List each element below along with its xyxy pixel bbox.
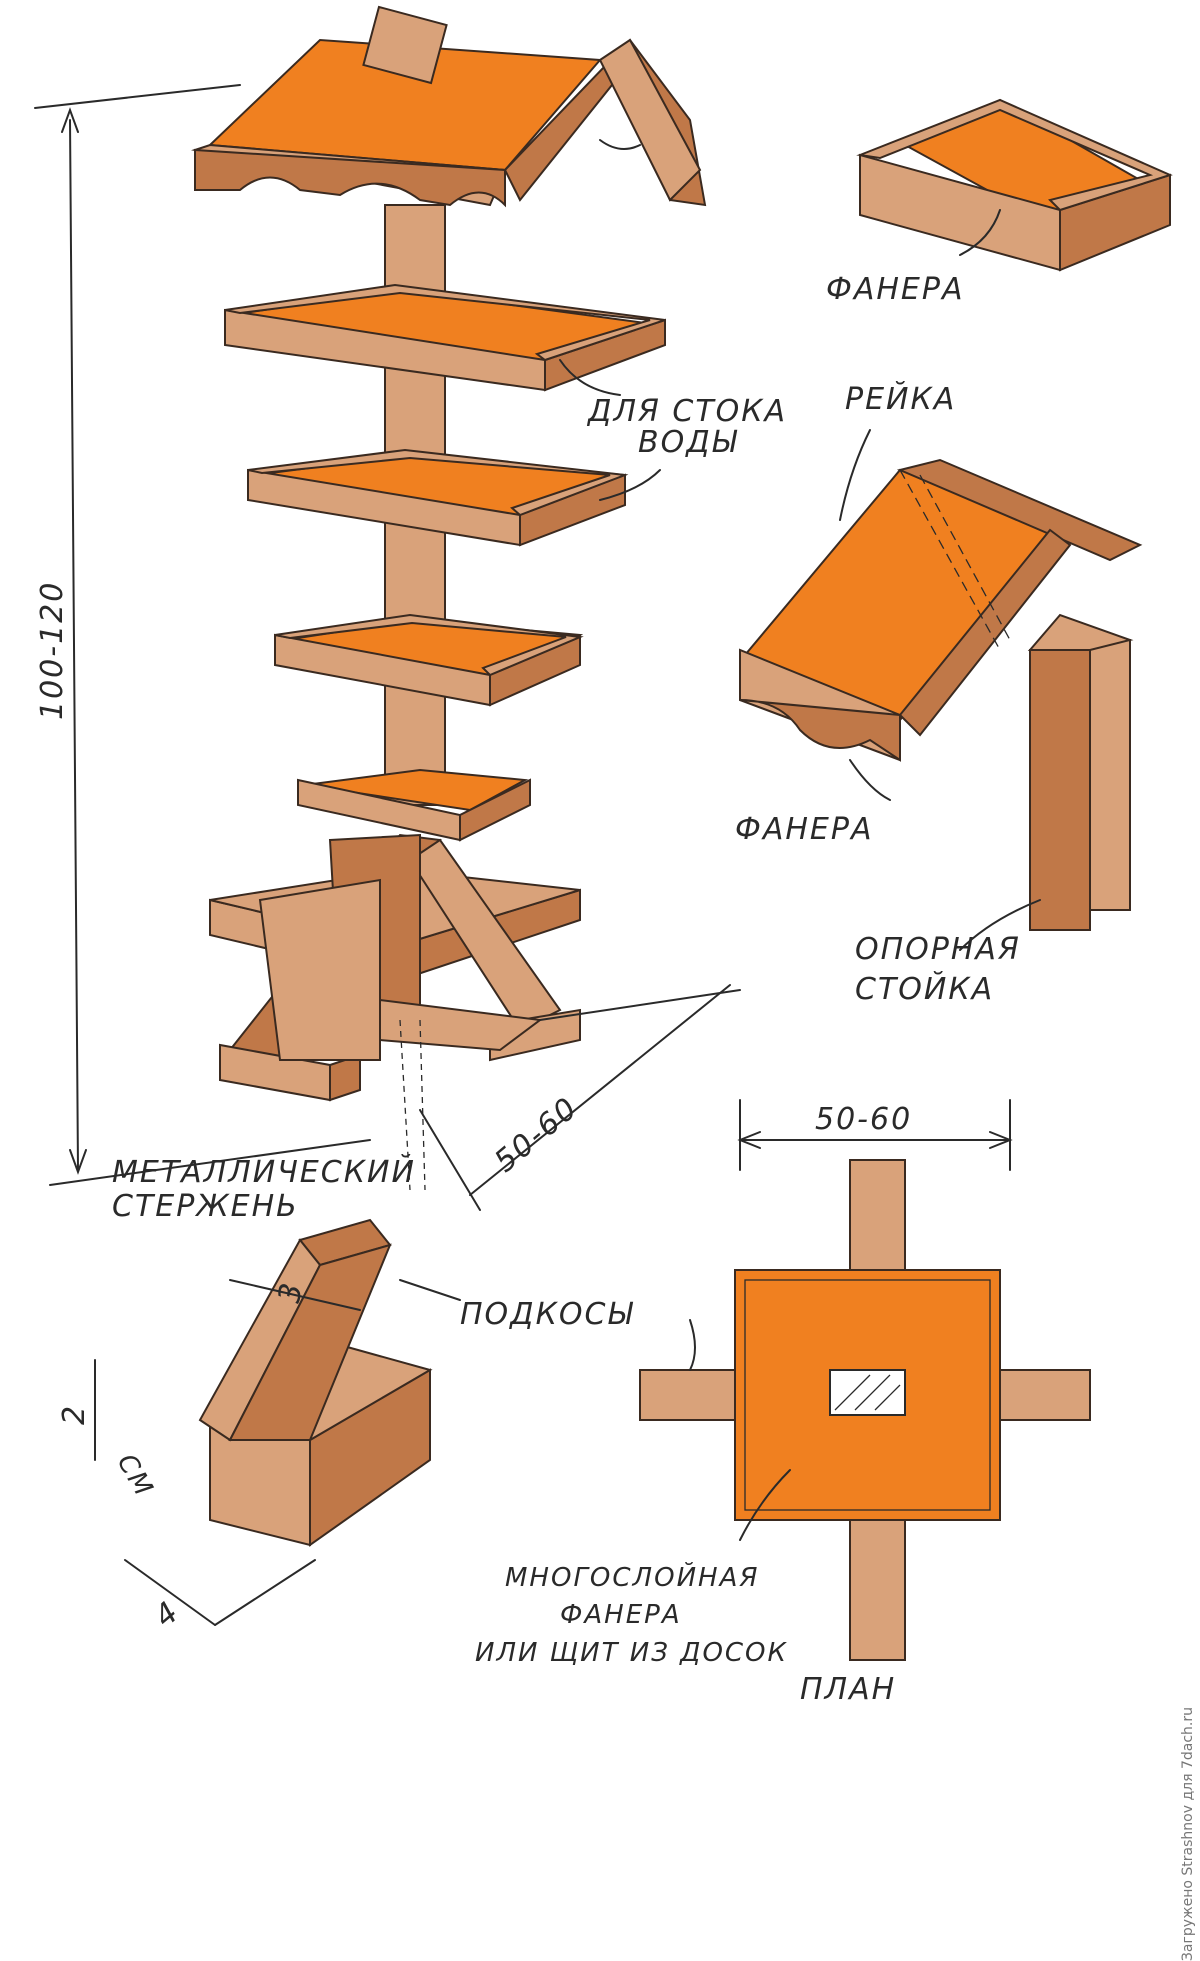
detail-joint — [94, 1218, 461, 1626]
label-braces: ПОДКОСЫ — [460, 1297, 635, 1332]
label-support-post-line1: ОПОРНАЯ — [855, 932, 1021, 967]
roof — [191, 5, 707, 208]
label-plywood-top: ФАНЕРА — [826, 272, 965, 307]
main-feeder — [34, 5, 741, 1211]
label-water-drain-line2: ВОДЫ — [638, 425, 739, 460]
label-plan: ПЛАН — [800, 1672, 897, 1707]
tray-1 — [224, 283, 666, 392]
label-multilayer-line2: ФАНЕРА — [560, 1600, 682, 1630]
height-dimension-line — [69, 119, 79, 1171]
label-metal-rod-line2: СТЕРЖЕНЬ — [112, 1189, 299, 1224]
tray-4 — [297, 768, 531, 842]
label-rail: РЕЙКА — [845, 382, 957, 417]
watermark-text: Загружено Strashnov для 7dach.ru — [1180, 1707, 1196, 1961]
bird-feeder-diagram: .ink{stroke:#2a2a2a;stroke-width:2;fill:… — [34, 5, 1173, 1661]
base-dimension-line — [469, 984, 731, 1196]
label-multilayer-line3: ИЛИ ЩИТ ИЗ ДОСОК — [475, 1638, 788, 1668]
label-metal-rod-line1: МЕТАЛЛИЧЕСКИЙ — [112, 1155, 416, 1190]
dimension-joint-height: 2 — [57, 1403, 92, 1425]
detail-tray-plywood — [856, 98, 1173, 272]
tray-3 — [274, 613, 584, 707]
base-braces — [209, 833, 581, 1191]
detail-roof — [739, 429, 1143, 951]
tray-2 — [247, 448, 629, 547]
dimension-plan-width: 50-60 — [815, 1102, 913, 1137]
dimension-height: 100-120 — [35, 580, 70, 720]
plan-view — [639, 1099, 1091, 1661]
label-water-drain-line1: ДЛЯ СТОКА — [588, 394, 788, 429]
label-support-post-line2: СТОЙКА — [855, 972, 995, 1007]
label-plywood-roof: ФАНЕРА — [735, 812, 874, 847]
label-multilayer-line1: МНОГОСЛОЙНАЯ — [505, 1563, 760, 1593]
